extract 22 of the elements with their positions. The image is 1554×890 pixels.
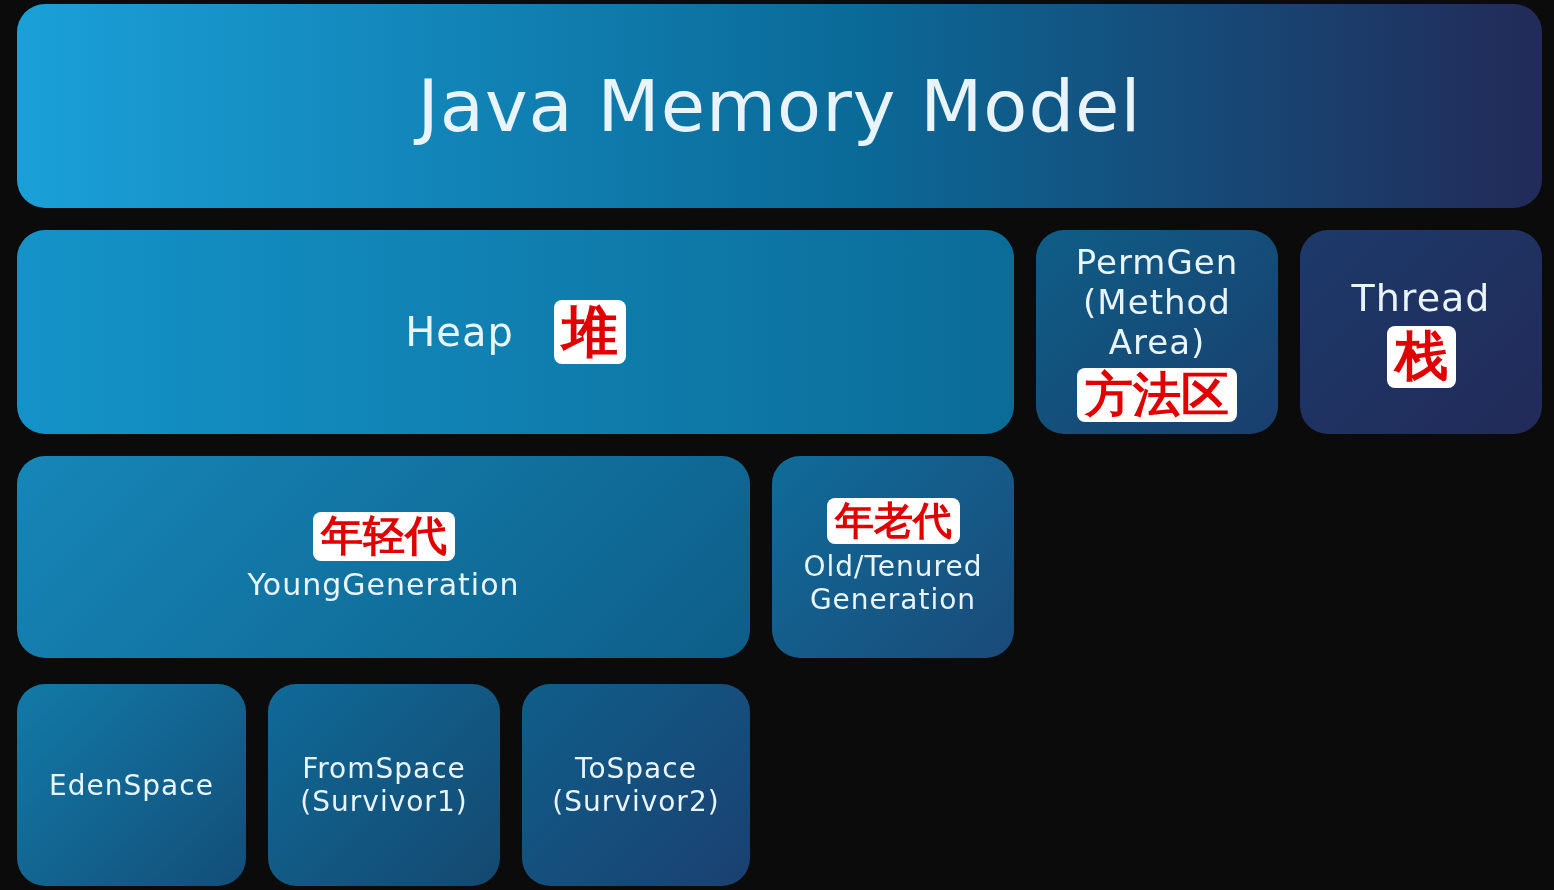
area-label: Old/Tenured Generation bbox=[802, 549, 984, 616]
area-label: Heap bbox=[405, 309, 514, 355]
memory-area-box bbox=[17, 230, 1014, 434]
memory-area-box bbox=[1300, 230, 1542, 434]
area-label: ToSpace (Survivor2) bbox=[551, 752, 721, 818]
memory-area-box bbox=[522, 684, 750, 886]
annotation-label: 年轻代 bbox=[312, 512, 455, 561]
annotation-label: 栈 bbox=[1386, 326, 1456, 388]
annotation-label: 年老代 bbox=[826, 498, 960, 544]
memory-area-box bbox=[17, 684, 246, 886]
area-label: FromSpace (Survivor1) bbox=[299, 752, 469, 818]
area-label: Thread bbox=[1351, 276, 1491, 321]
memory-area-box bbox=[1036, 230, 1278, 434]
annotation-label: 方法区 bbox=[1077, 367, 1237, 423]
area-label: PermGen (Method Area) bbox=[1074, 241, 1240, 362]
memory-area-box bbox=[17, 456, 750, 658]
area-label: EdenSpace bbox=[49, 768, 214, 802]
title-banner bbox=[17, 4, 1542, 208]
annotation-label: 堆 bbox=[553, 299, 626, 365]
memory-area-box bbox=[772, 456, 1014, 658]
memory-area-box bbox=[268, 684, 500, 886]
area-label: YoungGeneration bbox=[247, 566, 520, 602]
